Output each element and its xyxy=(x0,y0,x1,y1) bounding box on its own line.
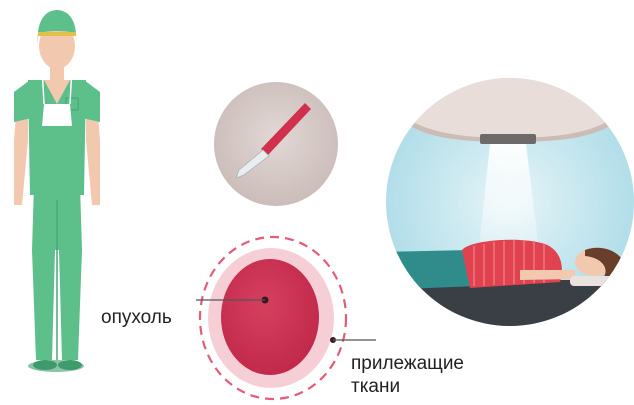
tumor xyxy=(221,259,319,375)
surgeon-icon xyxy=(14,10,100,372)
surgeon-right-shoe xyxy=(58,360,82,370)
radiation-collimator xyxy=(480,134,536,144)
patient-arm xyxy=(520,270,575,280)
tumor-label: опухоль xyxy=(101,306,172,329)
surgeon-mask xyxy=(42,104,72,126)
adjacent-tissue-label: прилежащие ткани xyxy=(351,352,464,398)
adjacent-tissue-label-line2: ткани xyxy=(351,375,464,398)
scalpel-icon xyxy=(214,82,338,206)
radiotherapy-icon xyxy=(380,70,634,340)
patient-shirt xyxy=(462,240,562,288)
adjacent-tissue-label-line1: прилежащие xyxy=(351,352,464,375)
treatment-table xyxy=(380,280,634,340)
surgeon-cap-band xyxy=(38,32,76,36)
tumor-diagram xyxy=(196,237,376,399)
surgeon-left-shoe xyxy=(33,360,57,370)
patient-pillow xyxy=(570,276,630,286)
